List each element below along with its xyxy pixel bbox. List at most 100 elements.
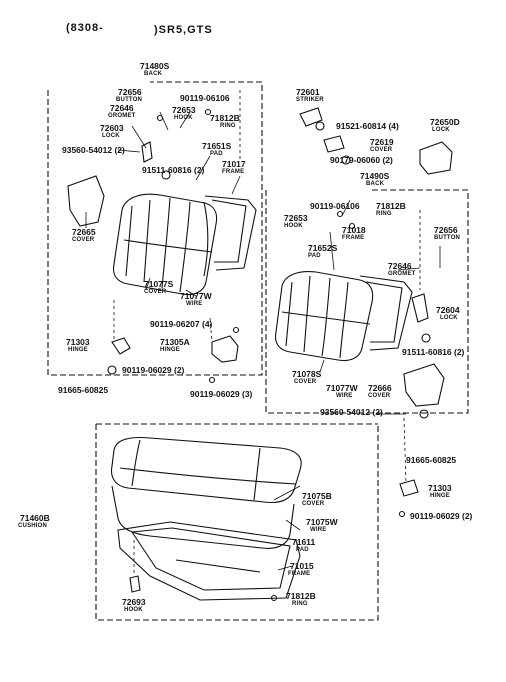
- label-72656-sub: BUTTON: [116, 97, 143, 103]
- back-left-group-box: [47, 81, 263, 376]
- label-91665-60825-right: 91665-60825: [406, 455, 457, 465]
- label-71018-sub: FRAME: [342, 235, 365, 241]
- label-90119-06106: 90119-06106: [180, 93, 230, 103]
- label-71077W-right-sub: WIRE: [336, 393, 353, 399]
- label-71303-left: 71303: [66, 337, 90, 347]
- right-seatback-drawing: [274, 271, 413, 362]
- label-71017: 71017: [222, 159, 246, 169]
- label-72646-right: 72646: [388, 261, 412, 271]
- label-91511-60816-left: 91511-60816 (2): [142, 165, 205, 175]
- label-71015: 71015: [290, 561, 314, 571]
- label-93560-54012-right: 93560-54012 (2): [320, 407, 383, 417]
- hook-72693-drawing: [129, 575, 141, 593]
- label-71077W-right: 71077W: [326, 383, 358, 393]
- label-90119-06029-mid: 90119-06029 (3): [190, 389, 253, 399]
- lock-72604-drawing: [411, 293, 429, 323]
- cushion-group-box: [95, 424, 379, 621]
- back-right-group-box: [265, 189, 469, 414]
- label-72646-sub: GROMET: [108, 113, 136, 119]
- label-71075W: 71075W: [306, 517, 338, 527]
- label-71075B-sub: COVER: [302, 501, 325, 507]
- label-72650D: 72650D: [430, 117, 460, 127]
- label-91521-60814: 91521-60814 (4): [336, 121, 399, 131]
- cover-72665-drawing: [67, 175, 105, 227]
- label-71303-left-sub: HINGE: [68, 347, 89, 353]
- label-90119-06106-right: 90119-06106: [310, 201, 360, 211]
- label-72656-right: 72656: [434, 225, 458, 235]
- label-71480S-sub: BACK: [144, 71, 163, 77]
- label-72693: 72693: [122, 597, 146, 607]
- seat-cushion-drawing: [110, 436, 302, 601]
- label-71812B-right-sub: RING: [376, 211, 392, 217]
- label-71077S-sub: COVER: [144, 289, 167, 295]
- label-71015-sub: FRAME: [288, 571, 311, 577]
- label-72601: 72601: [296, 87, 320, 97]
- label-72601-sub: STRIKER: [296, 97, 324, 103]
- label-71651S: 71651S: [202, 141, 232, 151]
- label-71303-right-sub: HINGE: [430, 493, 451, 499]
- label-71075B: 71075B: [302, 491, 332, 501]
- label-72646: 72646: [110, 103, 134, 113]
- label-90119-06029-left: 90119-06029 (2): [122, 365, 185, 375]
- cover-72619-drawing: [323, 135, 345, 153]
- label-72604-sub: LOCK: [440, 315, 458, 321]
- label-72603: 72603: [100, 123, 124, 133]
- lock-72650D-drawing: [419, 141, 453, 175]
- label-71611-sub: PAD: [296, 547, 309, 553]
- label-72653-right-sub: HOOK: [284, 223, 303, 229]
- label-90119-06029-right: 90119-06029 (2): [410, 511, 473, 521]
- label-91665-60825-left: 91665-60825: [58, 385, 109, 395]
- label-71017-sub: FRAME: [222, 169, 245, 175]
- label-71078S-sub: COVER: [294, 379, 317, 385]
- label-71812B-right: 71812B: [376, 201, 406, 211]
- lock-72603-drawing: [141, 141, 153, 163]
- label-72656: 72656: [118, 87, 142, 97]
- label-72665: 72665: [72, 227, 96, 237]
- label-91511-60816-right: 91511-60816 (2): [402, 347, 465, 357]
- label-71490S-sub: BACK: [366, 181, 385, 187]
- label-71077W-sub: WIRE: [186, 301, 203, 307]
- label-71077W: 71077W: [180, 291, 212, 301]
- hinge-71303-right-drawing: [399, 479, 419, 497]
- label-71812B-bottom-sub: RING: [292, 601, 308, 607]
- striker-72601-drawing: [299, 107, 323, 127]
- label-72656-right-sub: BUTTON: [434, 235, 461, 241]
- label-71018: 71018: [342, 225, 366, 235]
- label-72693-sub: HOOK: [124, 607, 143, 613]
- label-72665-sub: COVER: [72, 237, 95, 243]
- label-72619: 72619: [370, 137, 394, 147]
- label-72653-sub: HOOK: [174, 115, 193, 121]
- label-72653-right: 72653: [284, 213, 308, 223]
- label-71490S: 71490S: [360, 171, 390, 181]
- cover-72666-drawing: [403, 363, 445, 407]
- label-71075W-sub: WIRE: [310, 527, 327, 533]
- header-left-text: (8308-: [66, 22, 104, 34]
- label-71652S-sub: PAD: [308, 253, 321, 259]
- header-right-text: )SR5,GTS: [154, 24, 213, 36]
- label-90179-06060: 90179-06060 (2): [330, 155, 393, 165]
- label-93560-54012-left: 93560-54012 (2): [62, 145, 125, 155]
- label-71651S-sub: PAD: [210, 151, 223, 157]
- label-72646-right-sub: GROMET: [388, 271, 416, 277]
- label-71812B-sub: RING: [220, 123, 236, 129]
- label-71460B-sub: CUSHION: [18, 523, 48, 529]
- label-71078S: 71078S: [292, 369, 322, 379]
- label-71460B: 71460B: [20, 513, 50, 523]
- label-71303-right: 71303: [428, 483, 452, 493]
- label-72666-sub: COVER: [368, 393, 391, 399]
- label-72603-sub: LOCK: [102, 133, 120, 139]
- label-72653: 72653: [172, 105, 196, 115]
- label-71077S: 71077S: [144, 279, 174, 289]
- label-71812B: 71812B: [210, 113, 240, 123]
- label-71305A-sub: HINGE: [160, 347, 181, 353]
- left-seatback-drawing: [112, 193, 257, 296]
- label-71652S: 71652S: [308, 243, 338, 253]
- hinge-71305A-drawing: [211, 335, 239, 363]
- label-71480S: 71480S: [140, 61, 170, 71]
- label-72604: 72604: [436, 305, 460, 315]
- hinge-71303-left-drawing: [111, 337, 131, 355]
- label-71305A: 71305A: [160, 337, 190, 347]
- label-72666: 72666: [368, 383, 392, 393]
- fastener-markers: [107, 108, 431, 602]
